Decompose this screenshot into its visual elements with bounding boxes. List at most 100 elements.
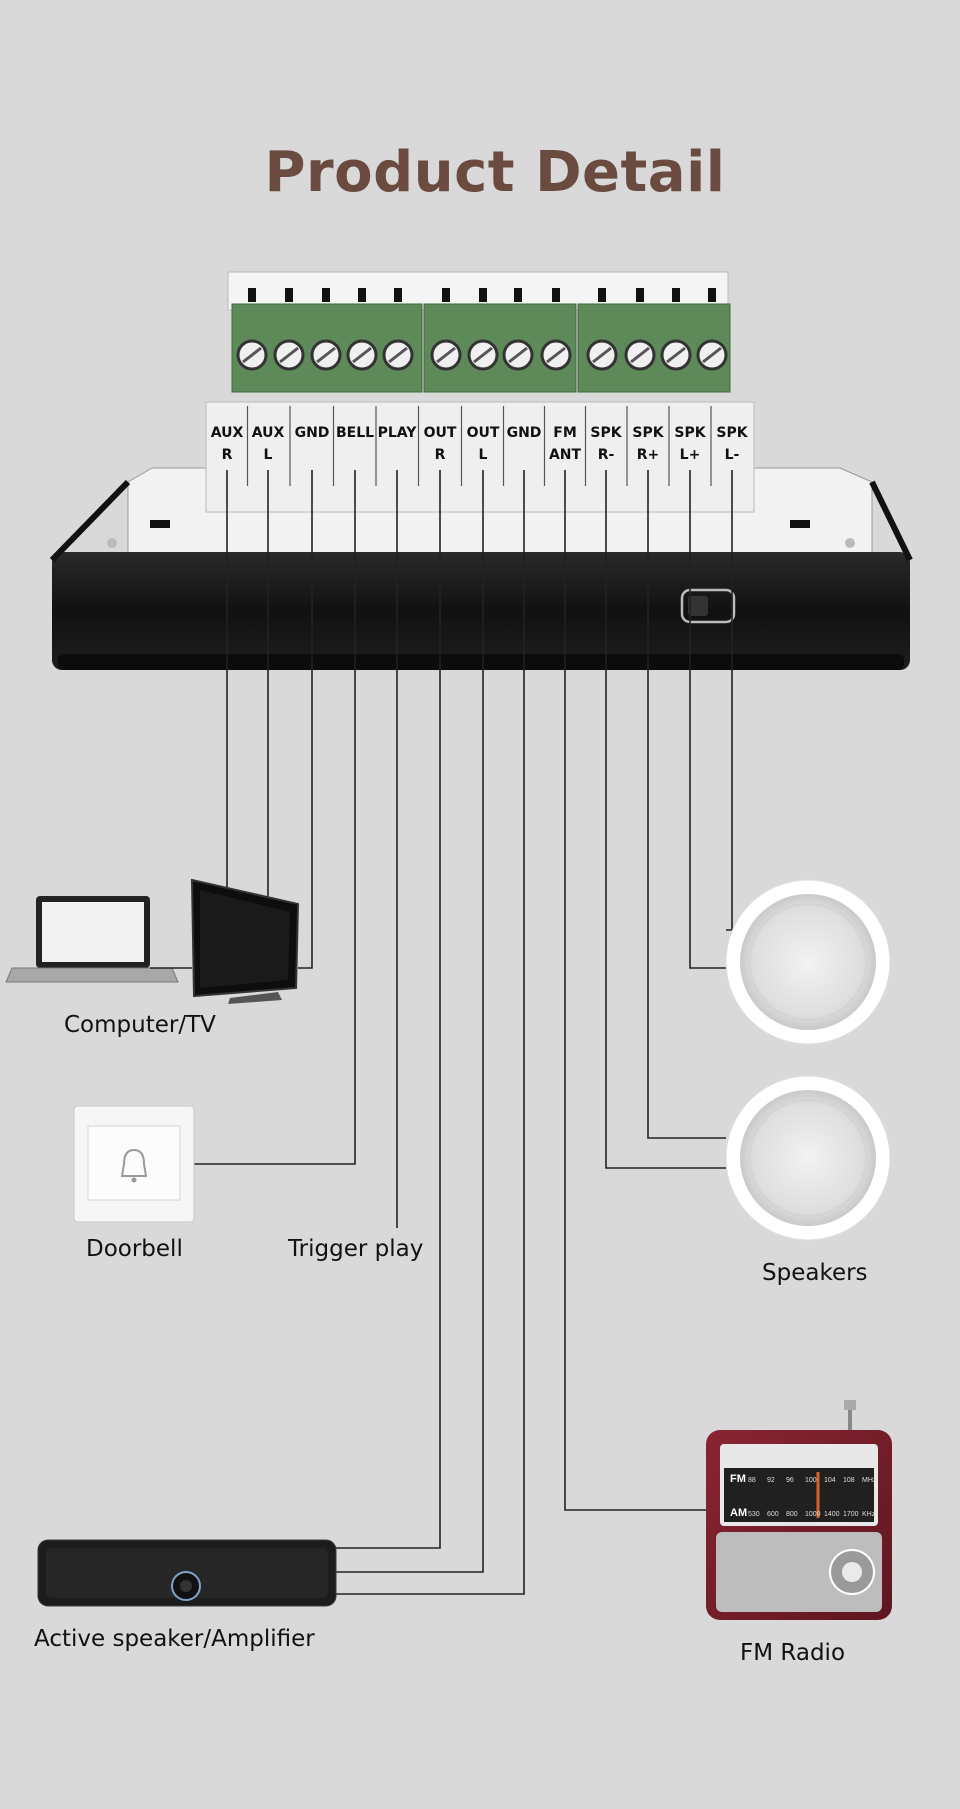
terminal-label-top: SPK [674, 425, 706, 441]
wire [194, 470, 356, 1165]
terminal-pin [514, 288, 522, 302]
terminal-label-top: SPK [590, 425, 622, 441]
terminal-label: AUX L [244, 422, 292, 466]
terminal-label-top: GND [294, 425, 330, 441]
screw-slot [702, 346, 722, 364]
wire [564, 470, 706, 1511]
label-fm-radio: FM Radio [740, 1640, 846, 1666]
terminal-label-top: OUT [423, 425, 457, 441]
terminal-pin [322, 288, 330, 302]
switch-icon [680, 588, 736, 624]
terminal-label: SPK L- [708, 422, 756, 466]
radio-am-tick: 1700 [843, 1511, 859, 1518]
radio-am-unit: KHz [862, 1511, 876, 1518]
terminal-label: AUX R [203, 422, 251, 466]
fm-radio-icon [706, 1400, 892, 1620]
terminal-label-bottom: L [478, 447, 488, 463]
terminal-pin [552, 288, 560, 302]
terminal-pin [394, 288, 402, 302]
screw-slot [242, 346, 262, 364]
radio-am-tick: 800 [786, 1511, 798, 1518]
screw-slot [436, 346, 456, 364]
radio-am-tick: 1400 [824, 1511, 840, 1518]
radio-am-tick: 600 [767, 1511, 779, 1518]
terminal-label-bottom: L [263, 447, 273, 463]
terminal-label-top: SPK [716, 425, 748, 441]
wire [689, 470, 726, 969]
terminal-pin [442, 288, 450, 302]
terminal-label-bottom: R+ [636, 447, 660, 463]
terminal-label: SPK R+ [624, 422, 672, 466]
wire [336, 470, 441, 1549]
terminal-pin [598, 288, 606, 302]
wire [298, 470, 313, 969]
radio-fm-tick: 104 [824, 1477, 836, 1484]
terminal-label-top: BELL [335, 425, 375, 441]
screw-slot [508, 346, 528, 364]
label-doorbell: Doorbell [86, 1236, 183, 1262]
screw-slot [630, 346, 650, 364]
label-speakers: Speakers [762, 1260, 868, 1286]
wire [336, 470, 525, 1595]
terminal-connectors [205, 271, 755, 513]
radio-am-tick: 530 [748, 1511, 760, 1518]
terminal-label-top: PLAY [377, 425, 417, 441]
screw-slot [388, 346, 408, 364]
terminal-label-top: SPK [632, 425, 664, 441]
wire [336, 470, 484, 1573]
terminal-label: SPK R- [582, 422, 630, 466]
tv-icon [190, 878, 300, 1004]
terminal-label-bottom: R- [597, 447, 615, 463]
radio-fm-tick: 100 [805, 1477, 817, 1484]
terminal-pin [248, 288, 256, 302]
radio-fm-tick: 96 [786, 1477, 794, 1484]
terminal-label-bottom: ANT [548, 447, 582, 463]
label-trigger-play: Trigger play [288, 1236, 424, 1262]
terminal-pin [479, 288, 487, 302]
radio-fm-tick: 92 [767, 1477, 775, 1484]
screw-slot [279, 346, 299, 364]
radio-fm-tick: 88 [748, 1477, 756, 1484]
terminal-label-top: GND [506, 425, 542, 441]
terminal-label-top: AUX [251, 425, 285, 441]
terminal-pin [672, 288, 680, 302]
screw-slot [592, 346, 612, 364]
wires [194, 470, 733, 1595]
terminal-pin [285, 288, 293, 302]
label-amplifier: Active speaker/Amplifier [34, 1626, 315, 1652]
terminal-pin [358, 288, 366, 302]
screw-slot [316, 346, 336, 364]
radio-fm-label: FM [730, 1473, 746, 1485]
radio-am-label: AM [730, 1507, 747, 1519]
screw-slot [352, 346, 372, 364]
ceiling-speaker-icon [725, 879, 891, 1045]
terminal-label: GND [288, 422, 336, 444]
terminal-label-top: AUX [210, 425, 244, 441]
ceiling-speaker-icon [725, 1075, 891, 1241]
terminal-label: GND [500, 422, 548, 444]
screw-slot [473, 346, 493, 364]
terminal-label-bottom: R [221, 447, 233, 463]
radio-am-tick: 1000 [805, 1511, 821, 1518]
terminal-label-top: FM [553, 425, 577, 441]
terminal-label-bottom: L- [724, 447, 740, 463]
laptop-icon [5, 896, 179, 983]
terminal-label-top: OUT [466, 425, 500, 441]
terminal-label: BELL [331, 422, 379, 444]
doorbell-icon [73, 1105, 195, 1223]
screw-slot [546, 346, 566, 364]
label-computer-tv: Computer/TV [64, 1012, 216, 1038]
screw-slot [666, 346, 686, 364]
terminal-label: FM ANT [541, 422, 589, 466]
terminal-pin [636, 288, 644, 302]
terminal-label: OUT L [459, 422, 507, 466]
wire [647, 470, 726, 1139]
radio-fm-tick: 108 [843, 1477, 855, 1484]
page-title: Product Detail [264, 140, 726, 205]
terminal-pin [708, 288, 716, 302]
soundbar-icon [37, 1539, 337, 1607]
radio-fm-unit: MHz [862, 1477, 877, 1484]
